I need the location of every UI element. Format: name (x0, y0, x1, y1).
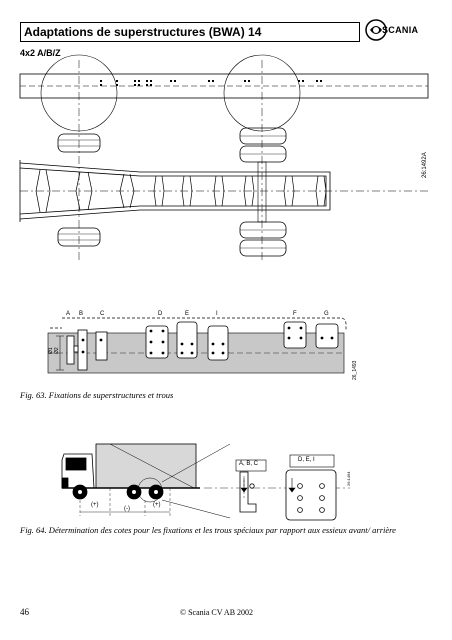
bracket-label-c: C (100, 311, 105, 317)
page-header: Adaptations de superstructures (BWA) 14 … (20, 8, 428, 44)
scania-logo (365, 19, 387, 41)
label-d-e-i: D, E, I (298, 457, 315, 463)
bracket-label-f: F (293, 311, 297, 317)
section-label: 4x2 A/B/Z (20, 48, 61, 58)
copyright: © Scania CV AB 2002 (180, 608, 254, 617)
figure2-caption: Fig. 63. Fixations de superstructures et… (20, 390, 174, 400)
bracket-label-i: I (216, 311, 218, 317)
bracket-label-g: G (324, 311, 329, 317)
bracket-label-e: E (185, 311, 190, 317)
bracket-label-a: A (66, 311, 71, 317)
label-a-b-c: A, B, C (239, 461, 259, 467)
page-number: 46 (20, 607, 29, 617)
header-bar (20, 22, 360, 42)
bracket-label-b: B (79, 311, 84, 317)
figure3-code: 26:1494 (346, 471, 351, 486)
sign-minus: (-) (124, 506, 130, 512)
figure2-code: 26_1493 (352, 360, 358, 380)
brand-name: SCANIA (382, 25, 419, 35)
dimension-label-2: Ø2 (54, 347, 60, 354)
sign-plus-front: (+) (91, 502, 99, 508)
figure3-caption: Fig. 64. Détermination des cotes pour le… (20, 525, 396, 535)
sign-plus-rear: (+) (153, 502, 161, 508)
figure1-code: 26:1492A (422, 152, 428, 178)
page-title: Adaptations de superstructures (BWA) 14 (24, 25, 262, 39)
bracket-label-d: D (158, 311, 163, 317)
